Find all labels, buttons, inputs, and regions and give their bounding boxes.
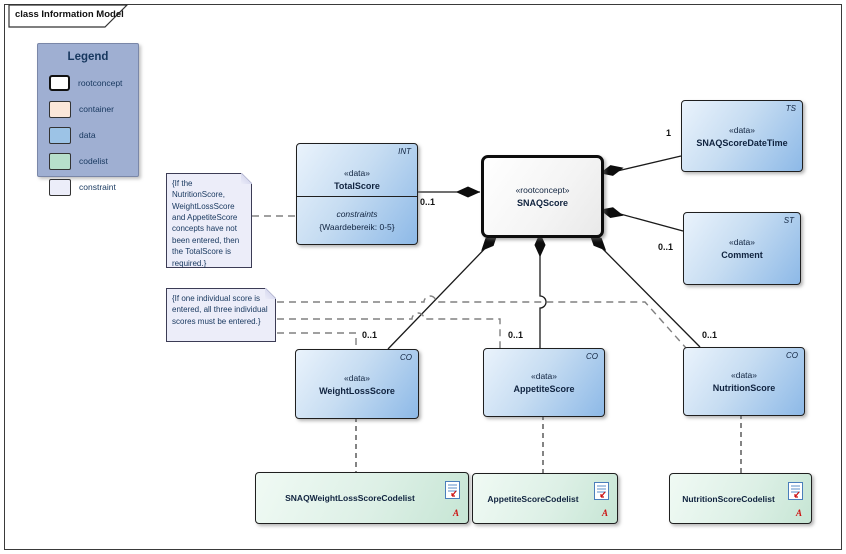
connector-snaqscore-appetitescore[interactable] xyxy=(539,236,547,348)
codelist-swatch-icon xyxy=(49,152,71,170)
class-snaq-score[interactable]: «rootconcept» SNAQScore xyxy=(481,155,604,238)
legend-item-rootconcept: rootconcept xyxy=(49,70,138,96)
data-swatch-icon xyxy=(49,126,71,144)
class-comment[interactable]: ST «data» Comment xyxy=(683,212,801,285)
type-tag: CO xyxy=(786,351,798,360)
diagram-frame-border xyxy=(4,4,842,550)
class-snaq-score-date-time[interactable]: TS «data» SNAQScoreDateTime xyxy=(681,100,803,172)
legend-item-label: container xyxy=(79,104,114,114)
stereotype: «data» xyxy=(344,168,370,178)
diamond-totalscore xyxy=(455,186,481,198)
stereotype: «data» xyxy=(729,124,755,135)
codelist-name: NutritionScoreCodelist xyxy=(682,493,775,504)
type-tag: ST xyxy=(783,216,794,225)
legend-title: Legend xyxy=(67,51,109,63)
name-compartment: «data» TotalScore xyxy=(297,144,417,196)
constraint-note-individual-scores[interactable]: {If one individual score is entered, all… xyxy=(166,288,276,342)
legend-item-label: data xyxy=(79,130,96,140)
name-compartment: «rootconcept» SNAQScore xyxy=(484,158,601,235)
name-compartment: «data» AppetiteScore xyxy=(484,349,604,416)
notelink-note2-appetite[interactable] xyxy=(277,312,501,348)
connector-snaqscore-datetime[interactable] xyxy=(612,155,682,173)
rootconcept-swatch-icon xyxy=(49,75,70,91)
legend-panel[interactable]: Legend rootconcept container data codeli… xyxy=(37,43,139,196)
multiplicity-datetime: 1 xyxy=(666,128,672,138)
class-name: SNAQScoreDateTime xyxy=(696,137,788,148)
legend-item-constraint: constraint xyxy=(49,174,138,200)
frame-tab xyxy=(8,4,129,28)
multiplicity-weightlossscore: 0..1 xyxy=(362,330,378,340)
class-total-score[interactable]: INT «data» TotalScore constraints {Waard… xyxy=(296,143,418,245)
constraints-compartment: constraints {Waardebereik: 0-5} xyxy=(297,196,417,243)
frame-tab-label: class Information Model xyxy=(15,9,124,20)
multiplicity-totalscore: 0..1 xyxy=(420,197,436,207)
class-appetite-score[interactable]: CO «data» AppetiteScore xyxy=(483,348,605,417)
codelist-name: AppetiteScoreCodelist xyxy=(487,493,579,504)
diamond-datetime xyxy=(599,165,624,176)
constraint-note-totalscore[interactable]: {If the NutritionScore, WeightLossScore … xyxy=(166,173,252,268)
notelink-note2-weightloss[interactable] xyxy=(277,332,357,349)
constraint-swatch-icon xyxy=(49,178,71,196)
container-swatch-icon xyxy=(49,100,71,118)
class-weight-loss-score[interactable]: CO «data» WeightLossScore xyxy=(295,349,419,419)
name-compartment: «data» WeightLossScore xyxy=(296,350,418,418)
legend-item-label: codelist xyxy=(79,156,108,166)
stereotype: «data» xyxy=(344,372,370,383)
codelist-appetite-score[interactable]: AppetiteScoreCodelist A xyxy=(472,473,618,524)
document-artifact-icon xyxy=(445,481,460,499)
legend-item-label: constraint xyxy=(79,182,116,192)
class-name: NutritionScore xyxy=(712,383,776,393)
class-name: SNAQScore xyxy=(516,198,569,208)
class-name: AppetiteScore xyxy=(513,384,575,394)
note-text: {If the NutritionScore, WeightLossScore … xyxy=(172,179,240,268)
name-compartment: «data» NutritionScore xyxy=(684,348,804,415)
document-artifact-icon xyxy=(594,482,609,500)
type-tag: CO xyxy=(400,353,412,362)
note-fold-corner xyxy=(265,288,276,299)
stereotype: «data» xyxy=(531,371,557,381)
artifact-letter: A xyxy=(795,508,802,518)
name-compartment: «data» Comment xyxy=(684,213,800,284)
note-text: {If one individual score is entered, all… xyxy=(172,294,268,326)
artifact-letter: A xyxy=(452,508,459,518)
type-tag: CO xyxy=(586,352,598,361)
connector-snaqscore-nutritionscore[interactable] xyxy=(589,235,701,348)
class-nutrition-score[interactable]: CO «data» NutritionScore xyxy=(683,347,805,416)
stereotype: «data» xyxy=(731,370,757,380)
document-artifact-icon xyxy=(788,482,803,500)
type-tag: TS xyxy=(785,104,796,113)
codelist-nutrition-score[interactable]: NutritionScoreCodelist A xyxy=(669,473,812,524)
multiplicity-comment: 0..1 xyxy=(658,242,674,252)
class-name: Comment xyxy=(721,250,763,260)
legend-items: rootconcept container data codelist cons… xyxy=(49,70,138,200)
codelist-name: SNAQWeightLossScoreCodelist xyxy=(285,493,415,503)
legend-item-codelist: codelist xyxy=(49,148,138,174)
legend-item-data: data xyxy=(49,122,138,148)
stereotype: «rootconcept» xyxy=(515,185,570,195)
codelist-snaq-weight-loss-score[interactable]: SNAQWeightLossScoreCodelist A xyxy=(255,472,469,524)
constraints-label: constraints xyxy=(336,208,378,219)
legend-item-label: rootconcept xyxy=(78,78,123,88)
legend-item-container: container xyxy=(49,96,138,122)
constraint-value: {Waardebereik: 0-5} xyxy=(319,221,395,232)
diamond-appetitescore xyxy=(534,232,546,258)
connector-snaqscore-weightlossscore[interactable] xyxy=(387,235,498,350)
name-compartment: «data» SNAQScoreDateTime xyxy=(682,101,802,171)
multiplicity-appetitescore: 0..1 xyxy=(508,330,524,340)
multiplicity-nutritionscore: 0..1 xyxy=(702,330,718,340)
stereotype: «data» xyxy=(729,237,755,247)
artifact-letter: A xyxy=(601,508,608,518)
note-fold-corner xyxy=(241,173,252,184)
class-name: TotalScore xyxy=(334,181,380,191)
type-tag: INT xyxy=(398,147,411,156)
notelink-note2-nutrition[interactable] xyxy=(277,295,687,349)
connector-snaqscore-comment[interactable] xyxy=(612,211,684,232)
diamond-comment xyxy=(599,207,624,219)
class-name: WeightLossScore xyxy=(319,385,395,396)
